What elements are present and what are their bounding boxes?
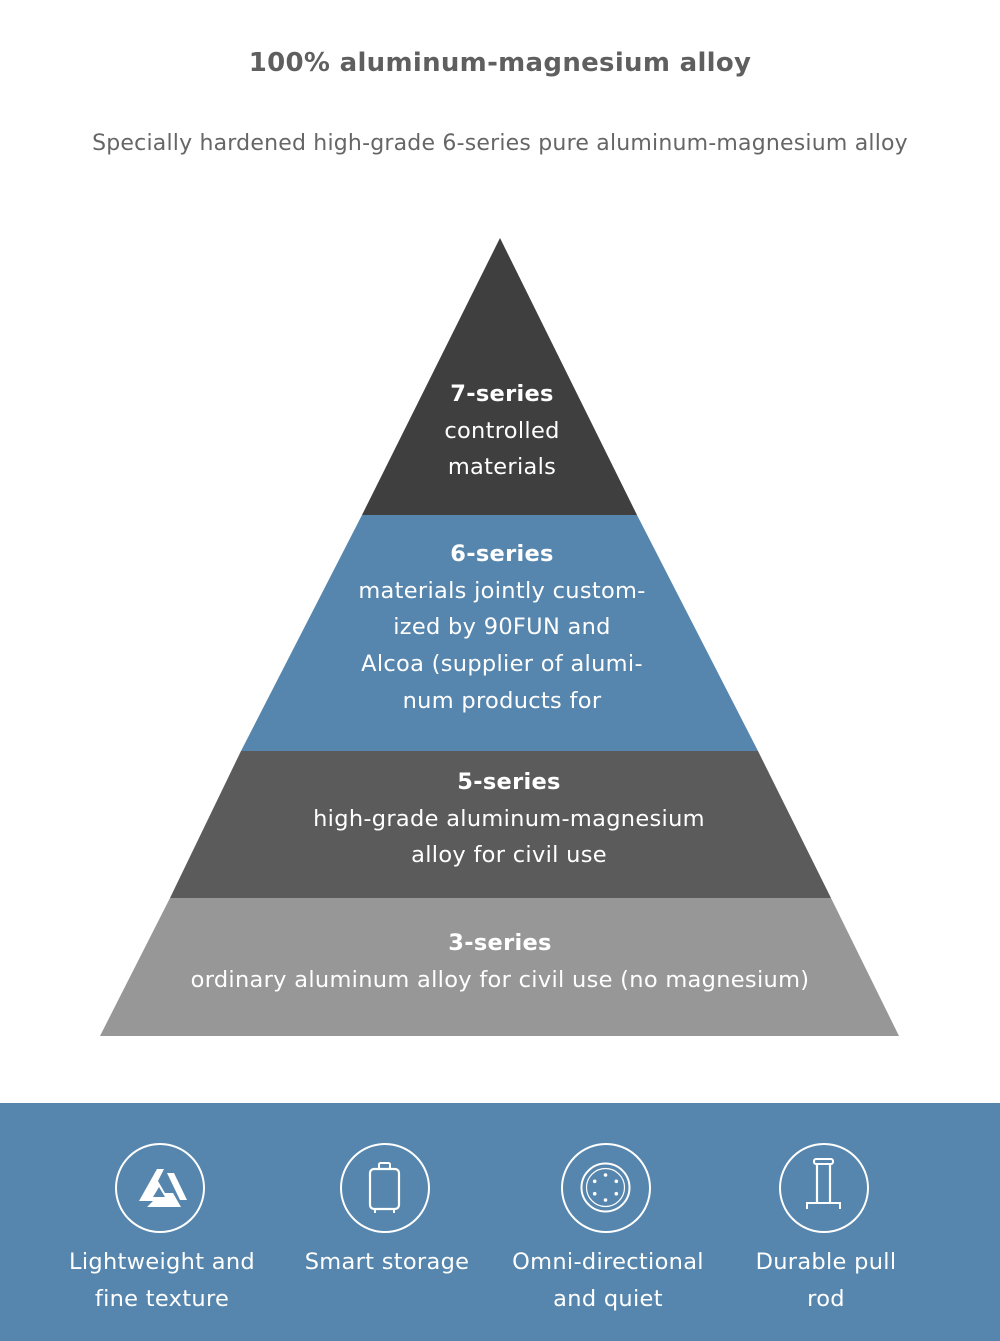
- feature-lightweight-label: Lightweight and fine texture: [69, 1249, 255, 1312]
- page-subtitle: Specially hardened high-grade 6-series p…: [92, 131, 908, 156]
- tier-5-series-heading: 5-series: [457, 769, 561, 795]
- tier-7-series-shape: [362, 238, 637, 515]
- tier-6-series-shape: [241, 515, 758, 751]
- tier-3-series-heading: 3-series: [448, 930, 552, 956]
- tier-3-series-description: ordinary aluminum alloy for civil use (n…: [190, 966, 810, 993]
- feature-pull-rod-label: Durable pull rod: [755, 1249, 897, 1312]
- page-title: 100% aluminum-magnesium alloy: [248, 48, 752, 78]
- lightweight-logo-icon: [115, 1143, 205, 1233]
- tier-7-series-heading: 7-series: [450, 381, 554, 407]
- feature-smart-storage-label: Smart storage: [304, 1249, 470, 1275]
- tier-7-series-text: 7-series controlled materials: [352, 376, 652, 486]
- tier-5-series-shape: [170, 751, 831, 898]
- alloy-pyramid: [100, 238, 899, 1036]
- tier-3-series-text: 3-series ordinary aluminum alloy for civ…: [150, 925, 850, 998]
- feature-bar: Lightweight and fine texture Smart stora…: [0, 1103, 1000, 1341]
- tier-5-series-text: 5-series high-grade aluminum-magnesium a…: [259, 764, 759, 874]
- pull-rod-icon: [779, 1143, 869, 1233]
- wheel-icon: [561, 1143, 651, 1233]
- tier-6-series-text: 6-series materials jointly custom- ized …: [292, 536, 712, 720]
- suitcase-icon: [340, 1143, 430, 1233]
- tier-6-series-heading: 6-series: [450, 541, 554, 567]
- tier-7-series-description: controlled materials: [444, 417, 560, 481]
- tier-5-series-description: high-grade aluminum-magnesium alloy for …: [313, 805, 705, 869]
- tier-6-series-description: materials jointly custom- ized by 90FUN …: [358, 577, 646, 714]
- feature-omni-directional-label: Omni-directional and quiet: [512, 1249, 704, 1312]
- tier-3-series-shape: [100, 898, 899, 1036]
